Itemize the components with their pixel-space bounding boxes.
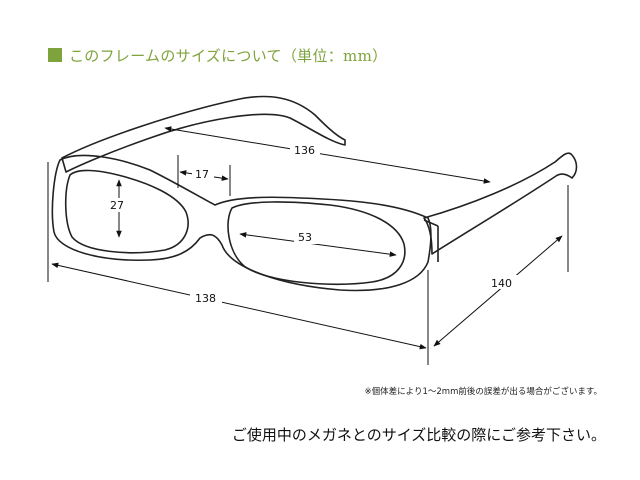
near-temple — [423, 152, 578, 255]
lens-height-label: 27 — [110, 199, 124, 212]
tolerance-note: ※個体差により1～2mm前後の誤差が出る場合がございます。 — [364, 387, 602, 397]
temple-length-label: 136 — [294, 144, 315, 157]
left-lens — [64, 169, 189, 254]
frame-front — [51, 154, 432, 292]
section-title: このフレームのサイズについて（単位：mm） — [69, 46, 388, 65]
dimension-lines — [47, 126, 569, 365]
lens-width-label: 53 — [298, 231, 312, 244]
frame-width-label: 138 — [195, 292, 216, 305]
section-header: このフレームのサイズについて（単位：mm） — [48, 45, 387, 65]
total-length-label: 140 — [491, 277, 512, 290]
footer-text: ご使用中のメガネとのサイズ比較の際にご参考下さい。 — [231, 426, 606, 444]
bridge-width-label: 17 — [195, 168, 209, 181]
glasses-outline — [51, 95, 578, 292]
square-bullet-icon — [48, 48, 62, 62]
